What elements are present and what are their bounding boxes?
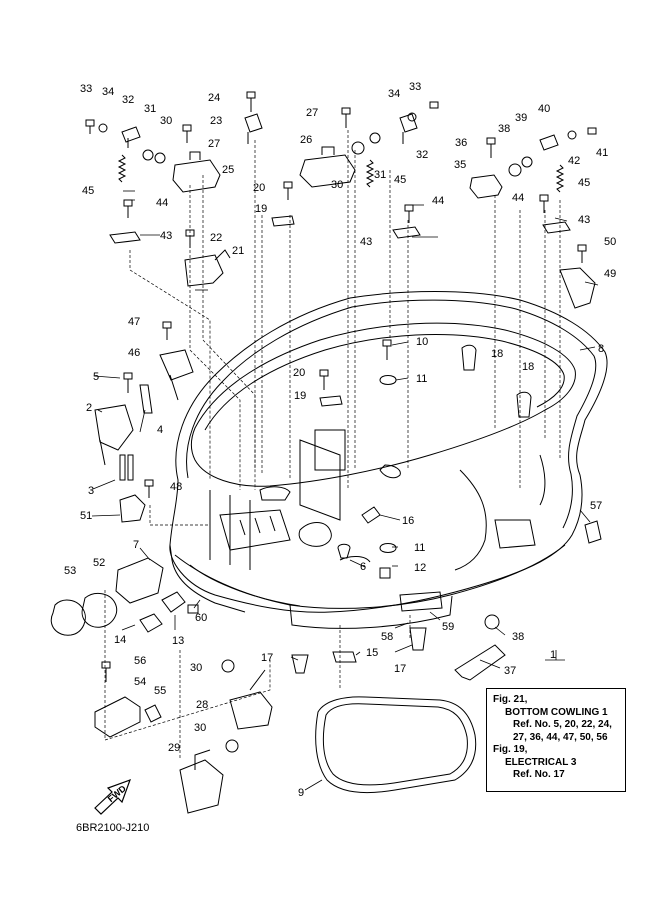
callout-44c: 44 [512, 192, 524, 204]
callout-50: 50 [604, 236, 616, 248]
callout-18b: 18 [522, 361, 534, 373]
callout-25: 25 [222, 164, 234, 176]
ref-fig21-line2: 27, 36, 44, 47, 50, 56 [513, 731, 608, 743]
bolt-icons [85, 91, 597, 682]
seal-ring [315, 696, 477, 794]
ref-fig19-ref: Ref. No. 17 [513, 769, 565, 780]
callout-27a: 27 [208, 138, 220, 150]
callout-57: 57 [590, 500, 602, 512]
callout-47: 47 [128, 316, 140, 328]
callout-17b: 17 [394, 663, 406, 675]
callout-23: 23 [210, 115, 222, 127]
callout-38b: 38 [512, 631, 524, 643]
callout-11a: 11 [416, 373, 427, 385]
callout-12: 12 [414, 562, 426, 574]
callout-27b: 27 [306, 107, 318, 119]
callout-53: 53 [64, 565, 76, 577]
callout-4: 4 [157, 424, 163, 436]
callout-49: 49 [604, 268, 616, 280]
callout-44a: 44 [156, 197, 168, 209]
leader-lines [91, 190, 599, 791]
bottom-cowling [169, 291, 608, 629]
ref-fig21-line1: Ref. No. 5, 20, 22, 24, [513, 719, 612, 730]
callout-31a: 31 [144, 103, 156, 115]
callout-43a: 43 [160, 230, 172, 242]
callout-3: 3 [88, 485, 94, 497]
callout-28: 28 [196, 699, 208, 711]
callout-22: 22 [210, 232, 222, 244]
callout-30c: 30 [190, 662, 202, 674]
callout-31b: 31 [374, 169, 386, 181]
callout-30b: 30 [331, 179, 343, 191]
callout-45b: 45 [394, 174, 406, 186]
callout-60: 60 [195, 612, 207, 624]
callout-52: 52 [93, 557, 105, 569]
callout-30a: 30 [160, 115, 172, 127]
callout-14: 14 [114, 634, 126, 646]
callout-2: 2 [86, 402, 92, 414]
callout-43c: 43 [578, 214, 590, 226]
callout-59: 59 [442, 621, 454, 633]
callout-54: 54 [134, 676, 146, 688]
callout-19b: 19 [294, 390, 306, 402]
callout-44b: 44 [432, 195, 444, 207]
callout-6: 6 [360, 561, 366, 573]
ref-fig19: Fig. 19, [493, 744, 528, 755]
callout-38a: 38 [498, 123, 510, 135]
callout-35: 35 [454, 159, 466, 171]
callout-46: 46 [128, 347, 140, 359]
callout-33a: 33 [80, 83, 92, 95]
callout-13: 13 [172, 635, 184, 647]
callout-32b: 32 [416, 149, 428, 161]
callout-8: 8 [598, 343, 604, 355]
callout-45a: 45 [82, 185, 94, 197]
callout-9: 9 [298, 787, 304, 799]
ref-fig19-title: ELECTRICAL 3 [505, 756, 577, 768]
callout-36: 36 [455, 137, 467, 149]
callout-34a: 34 [102, 86, 114, 98]
callout-19a: 19 [255, 203, 267, 215]
callout-7: 7 [133, 539, 139, 551]
callout-15: 15 [366, 647, 378, 659]
callout-20a: 20 [253, 182, 265, 194]
callout-40: 40 [538, 103, 550, 115]
callout-26: 26 [300, 134, 312, 146]
fwd-arrow-icon [94, 778, 132, 815]
callout-48: 48 [170, 481, 182, 493]
callout-42: 42 [568, 155, 580, 167]
callout-32a: 32 [122, 94, 134, 106]
callout-17a: 17 [261, 652, 273, 664]
callout-41: 41 [596, 147, 608, 159]
callout-21: 21 [232, 245, 244, 257]
callout-10: 10 [416, 336, 428, 348]
callout-33b: 33 [409, 81, 421, 93]
callout-43b: 43 [360, 236, 372, 248]
callout-5: 5 [93, 371, 99, 383]
callout-45c: 45 [578, 177, 590, 189]
callout-11b: 11 [414, 542, 425, 554]
callout-20b: 20 [293, 367, 305, 379]
ref-fig21-title: BOTTOM COWLING 1 [505, 706, 608, 718]
callout-37: 37 [504, 665, 516, 677]
guide-lines [104, 130, 561, 760]
callout-56: 56 [134, 655, 146, 667]
callout-16: 16 [402, 515, 414, 527]
callout-55: 55 [154, 685, 166, 697]
ref-fig21: Fig. 21, [493, 694, 528, 705]
callout-18a: 18 [491, 348, 503, 360]
callout-39: 39 [515, 112, 527, 124]
reference-box: Fig. 21, BOTTOM COWLING 1 Ref. No. 5, 20… [486, 688, 626, 792]
callout-24: 24 [208, 92, 220, 104]
callout-30d: 30 [194, 722, 206, 734]
diagram-code: 6BR2100-J210 [76, 822, 150, 834]
callout-51: 51 [80, 510, 92, 522]
callout-58: 58 [381, 631, 393, 643]
callout-29: 29 [168, 742, 180, 754]
callout-1: 1 [550, 649, 556, 661]
callout-34b: 34 [388, 88, 400, 100]
